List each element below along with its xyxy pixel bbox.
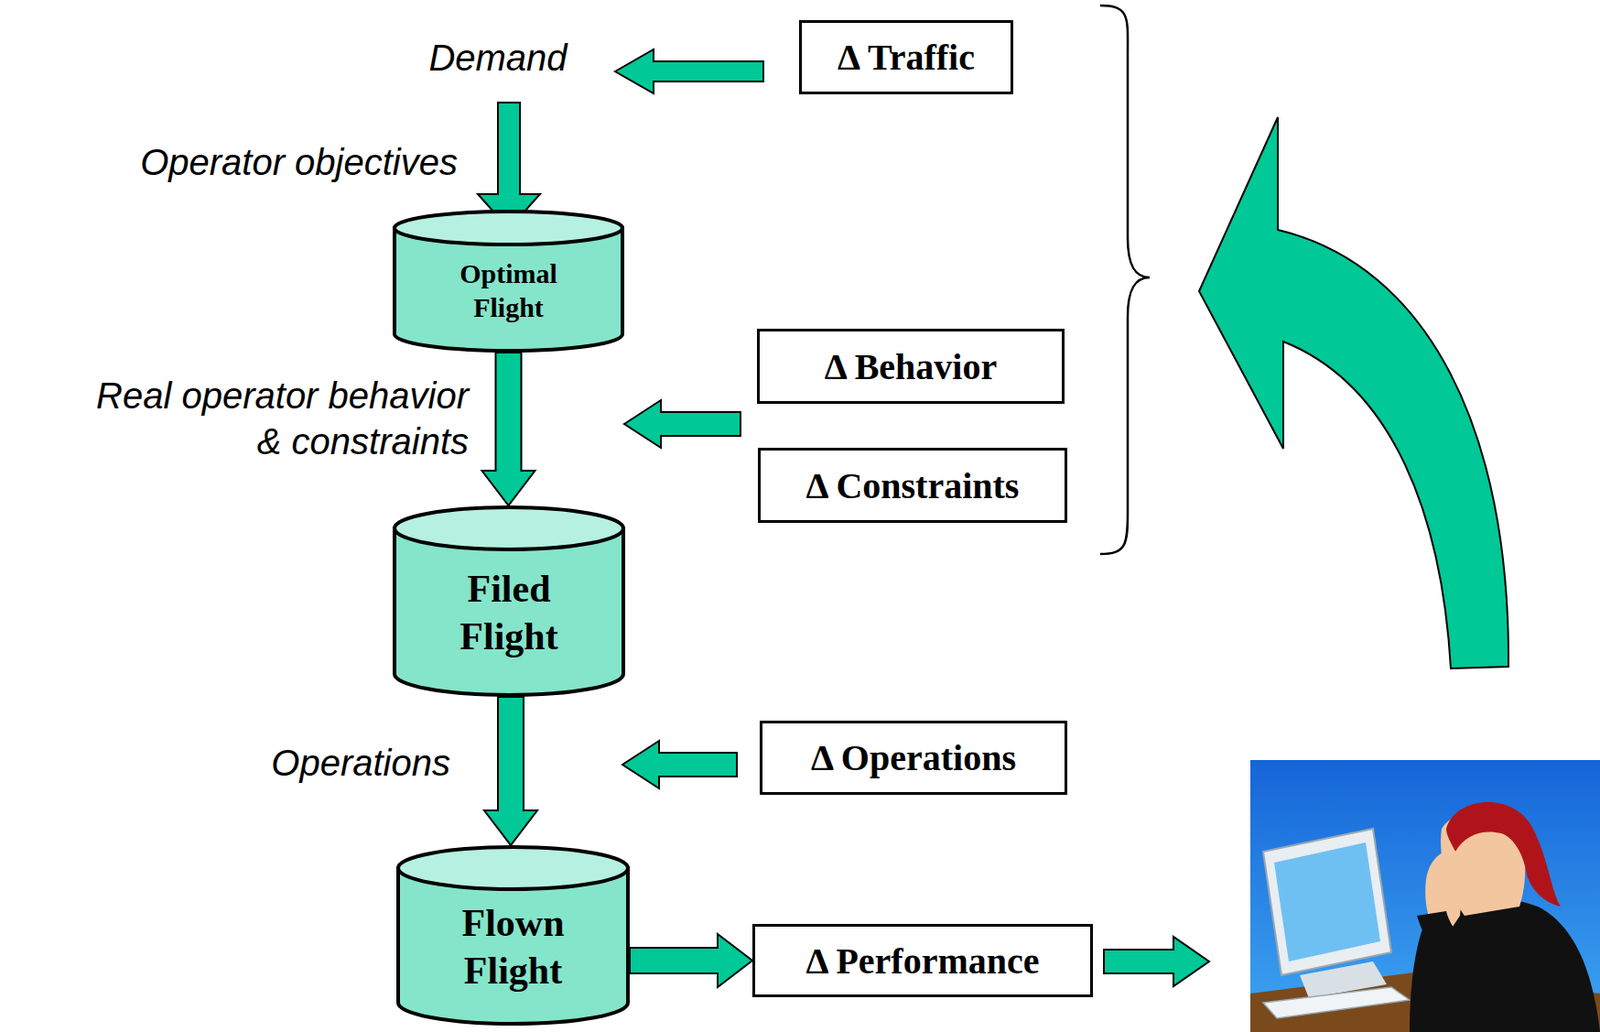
node-text: Δ Behavior (824, 345, 997, 389)
delta-box: Δ Traffic (799, 20, 1014, 95)
cylinder-body (398, 867, 628, 1024)
flow-label: Operations (183, 739, 451, 786)
feed-arrow (624, 400, 741, 448)
node-text: Δ Traffic (837, 35, 975, 79)
feed-arrow (1103, 936, 1210, 986)
flow-arrow (629, 933, 753, 987)
cylinder-top (394, 211, 623, 245)
node-text: Δ Performance (806, 939, 1040, 983)
person-illustration (1250, 759, 1600, 1032)
node-text: Δ Constraints (806, 464, 1020, 508)
delta-box: Δ Behavior (756, 328, 1065, 404)
cylinder-top (394, 507, 624, 550)
flow-arrow (484, 696, 538, 845)
flow-label: Operator objectives (54, 139, 458, 185)
feed-arrow (615, 49, 764, 94)
feedback-arrow (1199, 117, 1509, 669)
database-cylinder: Filed Flight (392, 505, 626, 697)
delta-box: Δ Performance (752, 923, 1093, 997)
flow-label: Demand (415, 34, 581, 81)
flow-arrow (482, 352, 536, 506)
delta-box: Δ Constraints (757, 447, 1068, 523)
node-text: Δ Operations (810, 735, 1017, 779)
node-text: Flown Flight (435, 898, 592, 995)
database-cylinder: Optimal Flight (392, 209, 625, 353)
database-cylinder: Flown Flight (396, 844, 630, 1026)
feed-arrow (622, 740, 737, 789)
cylinder-body (394, 528, 624, 695)
node-text: Filed Flight (431, 564, 587, 661)
node-text: Optimal Flight (431, 256, 587, 325)
flow-label: Real operator behavior & constraints (64, 372, 469, 465)
brace (1100, 5, 1150, 554)
cylinder-top (398, 846, 628, 889)
cylinder-body (394, 227, 623, 351)
delta-box: Δ Operations (759, 720, 1068, 795)
